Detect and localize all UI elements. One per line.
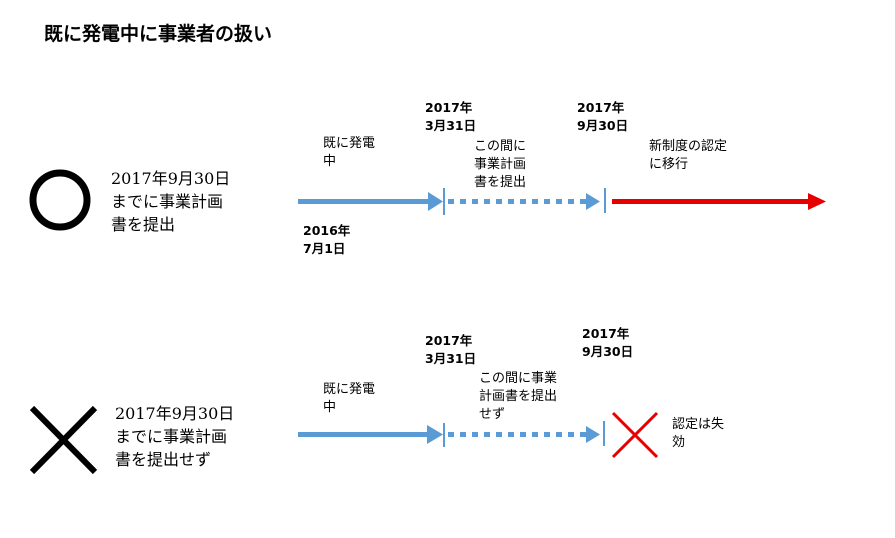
label-line: 中 xyxy=(323,154,337,169)
label-line: 効 xyxy=(672,435,686,450)
row1-red-arrow xyxy=(612,193,826,210)
label-line: 新制度の認定 xyxy=(649,139,728,154)
date-line: 3月31日 xyxy=(425,118,477,133)
row1-start-date: 2016年 7月1日 xyxy=(303,222,350,258)
label-line: 中 xyxy=(323,400,337,415)
circle-icon xyxy=(29,169,91,231)
label-line: 認定は失 xyxy=(672,417,725,432)
label-line: 既に発電 xyxy=(323,382,376,397)
date-line: 7月1日 xyxy=(303,241,346,256)
label-line: 書を提出 xyxy=(474,175,527,190)
condition-line: 2017年9月30日 xyxy=(111,169,231,188)
date-line: 2017年 xyxy=(425,100,473,115)
label-line: 計画書を提出 xyxy=(479,389,558,404)
row1-phase2-label: この間に 事業計画 書を提出 xyxy=(474,138,526,192)
label-line: せず xyxy=(479,407,506,422)
row2-condition: 2017年9月30日 までに事業計画 書を提出せず xyxy=(115,402,234,471)
condition-line: 書を提出せず xyxy=(115,450,212,469)
row2-dotted-arrow xyxy=(448,426,600,443)
label-line: 既に発電 xyxy=(323,136,376,151)
row1-solid-arrow xyxy=(298,192,443,211)
condition-line: までに事業計画 xyxy=(115,427,228,446)
date-line: 2016年 xyxy=(303,223,351,238)
label-line: この間に xyxy=(474,139,527,154)
label-line: 事業計画 xyxy=(474,157,527,172)
condition-line: 書を提出 xyxy=(111,215,176,234)
date-line: 2017年 xyxy=(582,326,630,341)
row2-date1: 2017年 3月31日 xyxy=(425,332,476,368)
label-line: に移行 xyxy=(649,157,689,172)
page-title: 既に発電中に事業者の扱い xyxy=(44,23,273,45)
row1-date2: 2017年 9月30日 xyxy=(577,99,628,135)
red-cross-icon xyxy=(611,411,659,459)
row2-date2: 2017年 9月30日 xyxy=(582,325,633,361)
row1-condition: 2017年9月30日 までに事業計画 書を提出 xyxy=(111,167,230,236)
row2-phase2-label: この間に事業 計画書を提出 せず xyxy=(479,370,557,424)
row2-solid-arrow xyxy=(298,425,443,444)
label-line: この間に事業 xyxy=(479,371,558,386)
date-line: 9月30日 xyxy=(577,118,629,133)
row1-phase1-label: 既に発電 中 xyxy=(323,135,375,171)
row1-date1: 2017年 3月31日 xyxy=(425,99,476,135)
date-line: 9月30日 xyxy=(582,344,634,359)
date-line: 3月31日 xyxy=(425,351,477,366)
row2-result-label: 認定は失 効 xyxy=(672,416,724,452)
condition-line: までに事業計画 xyxy=(111,192,224,211)
date-line: 2017年 xyxy=(425,333,473,348)
row1-result-label: 新制度の認定 に移行 xyxy=(649,138,727,174)
cross-icon xyxy=(29,405,98,475)
row1-dotted-arrow xyxy=(448,193,600,210)
condition-line: 2017年9月30日 xyxy=(115,404,235,423)
row2-phase1-label: 既に発電 中 xyxy=(323,381,375,417)
date-line: 2017年 xyxy=(577,100,625,115)
